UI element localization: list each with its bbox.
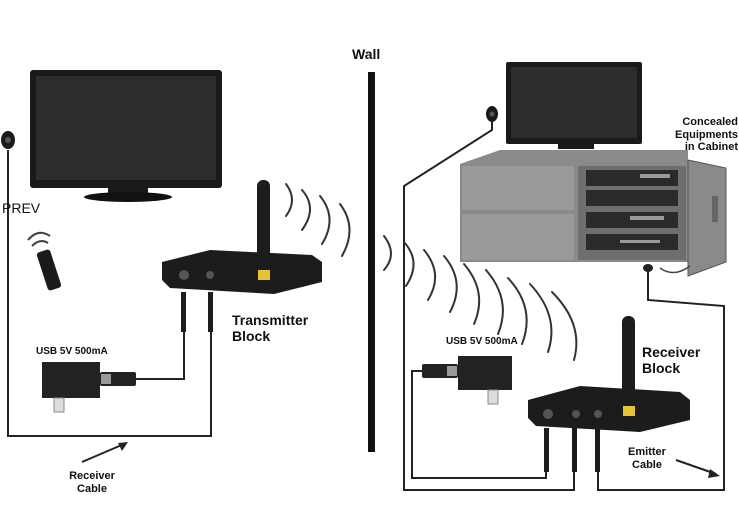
concealed-label-line3: in Cabinet [684,141,738,154]
receiver-label: Receiver Block [642,344,700,376]
left-tv [30,70,222,202]
usb-left-label: USB 5V 500mA [36,346,108,357]
receiver-cable-label-line1: Receiver [69,470,115,482]
receiver-cable-label: Receiver Cable [64,470,120,495]
usb-right-label: USB 5V 500mA [446,336,518,347]
emitter-cable-arrow [675,459,720,478]
emitter-cable-label-line2: Cable [632,458,662,471]
concealed-label: Concealed Equipments in Cabinet [656,116,738,154]
wall-label: Wall [352,46,381,62]
left-ir-receiver-icon [1,131,15,149]
cables [7,122,725,491]
receiver-cable-arrow [81,442,128,463]
transmitter-device [162,180,322,294]
receiver-cable-label-line2: Cable [77,482,107,495]
concealed-label-line2: Equipments [675,128,738,141]
remote-control-icon [27,231,62,291]
usb-adapter-right [422,356,512,405]
usb-adapter-left [42,362,136,413]
transmitter-label-line1: Transmitter [232,312,309,328]
receiver-label-line1: Receiver [642,344,701,360]
signal-waves [285,183,578,361]
receiver-label-line2: Block [642,360,681,377]
transmitter-label-line2: Block [232,328,271,345]
prev-label: PREV [2,200,41,216]
right-tv [506,62,642,149]
cabinet [460,150,727,277]
receiver-device [528,316,690,432]
wall-line [368,72,375,452]
emitter-cable-label-line1: Emitter [628,446,666,458]
transmitter-label: Transmitter Block [232,312,308,344]
right-ir-receiver-icon [486,106,498,122]
concealed-label-line1: Concealed [682,116,738,128]
emitter-cable-label: Emitter Cable [620,446,674,471]
emitter-head-icon [643,264,653,272]
